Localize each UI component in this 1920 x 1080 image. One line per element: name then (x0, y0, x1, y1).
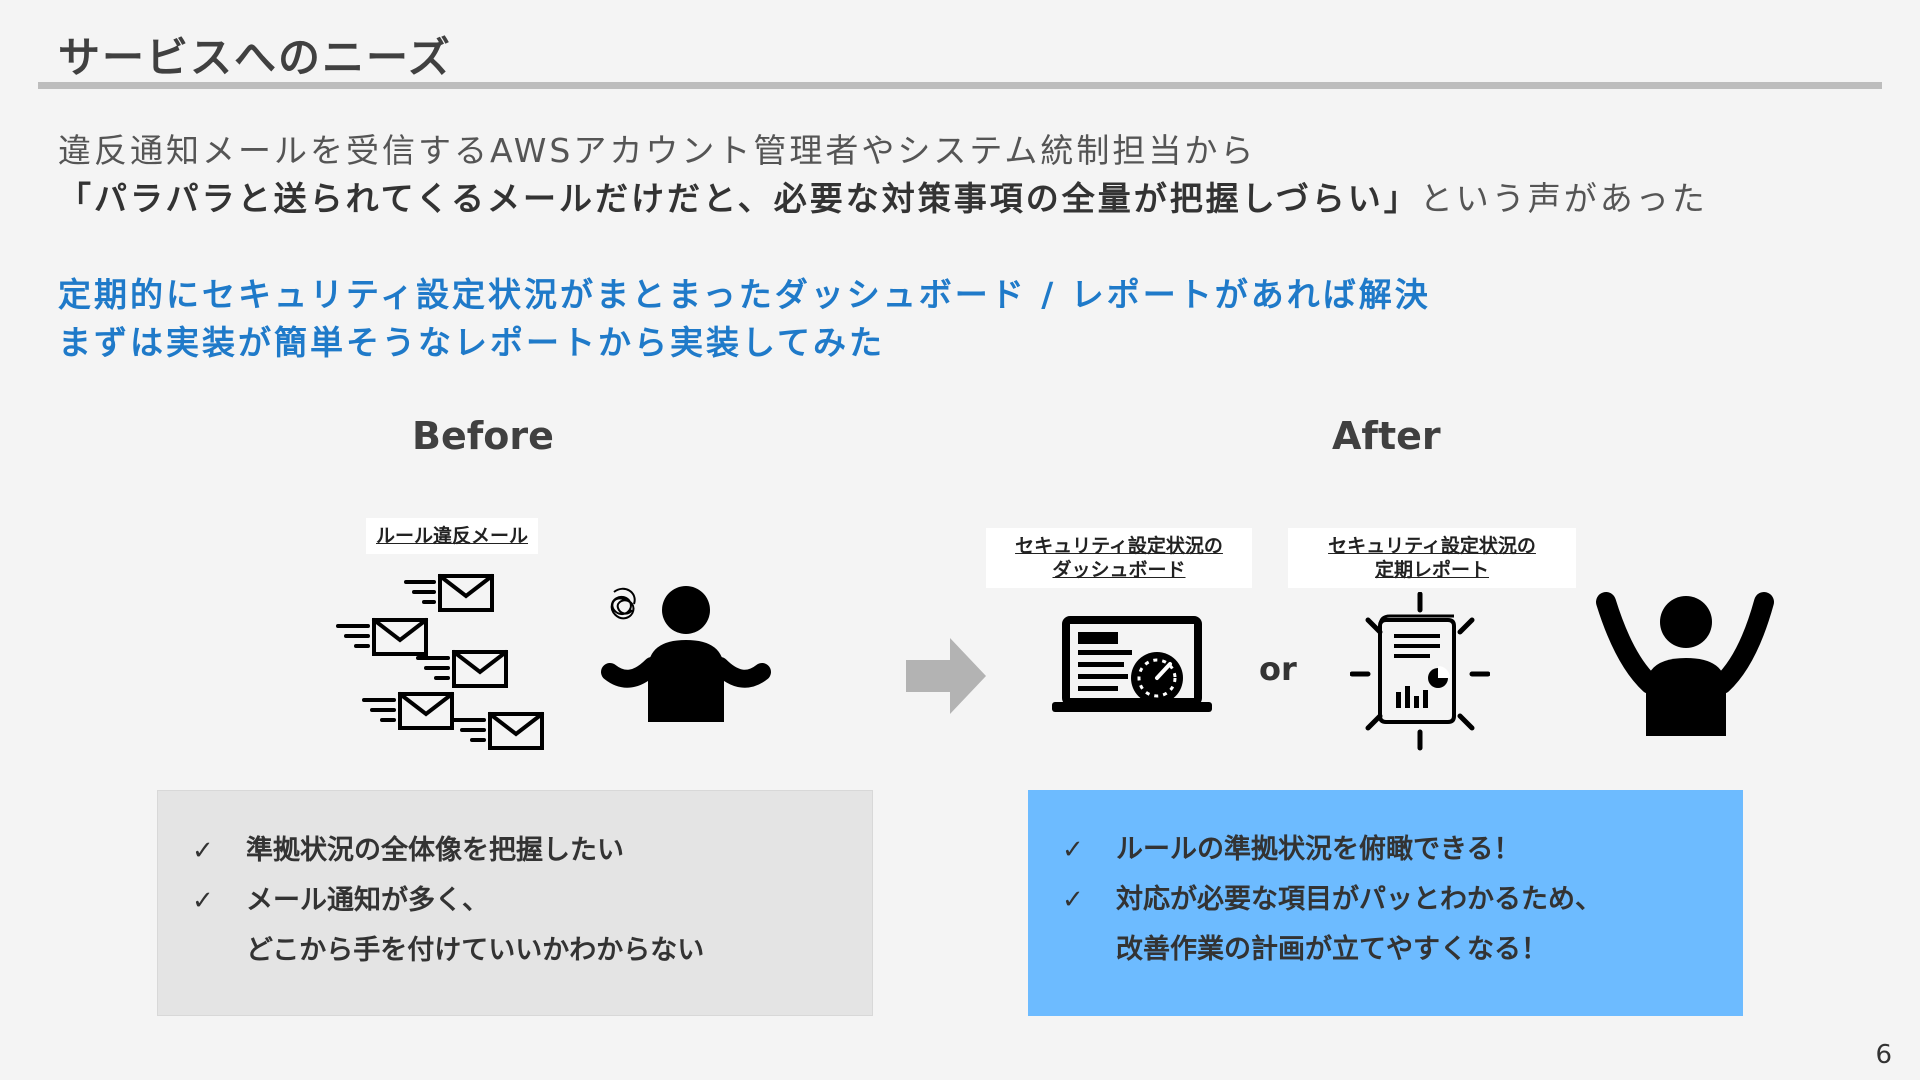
celebrating-person-icon (1596, 592, 1774, 736)
after-item-2-line-1: 対応が必要な項目がパッとわかるため、 (1116, 884, 1602, 915)
report-label: セキュリティ設定状況の 定期レポート (1288, 528, 1576, 588)
intro-tail: という声があった (1419, 179, 1708, 218)
intro-quote: 「パラパラと送られてくるメールだけだと、必要な対策事項の全量が把握しづらい」 (58, 179, 1420, 218)
dashboard-label-line-2: ダッシュボード (1052, 559, 1186, 581)
confused-person-icon (601, 586, 771, 722)
or-label: or (1259, 650, 1297, 688)
after-item: ✓ 対応が必要な項目がパッとわかるため、 改善作業の計画が立てやすくなる！ (1062, 882, 1723, 968)
check-icon: ✓ (192, 836, 214, 866)
dashboard-label: セキュリティ設定状況の ダッシュボード (986, 528, 1252, 588)
dashboard-label-line-1: セキュリティ設定状況の (1015, 535, 1223, 557)
before-item-2-line-1: メール通知が多く、 (246, 885, 489, 916)
laptop-dashboard-icon (1052, 616, 1212, 712)
intro-line-1: 違反通知メールを受信するAWSアカウント管理者やシステム統制担当から (58, 131, 1257, 170)
check-icon: ✓ (1062, 835, 1084, 865)
page-number: 6 (1875, 1040, 1892, 1070)
highlight-line-1: 定期的にセキュリティ設定状況がまとまったダッシュボード / レポートがあれば解決 (58, 275, 1431, 314)
before-heading: Before (412, 414, 554, 458)
after-item-2-line-2: 改善作業の計画が立てやすくなる！ (1116, 934, 1548, 965)
check-icon: ✓ (1062, 885, 1084, 915)
after-box: ✓ ルールの準拠状況を俯瞰できる！ ✓ 対応が必要な項目がパッとわかるため、 改… (1028, 790, 1743, 1016)
report-document-icon (1350, 592, 1490, 751)
report-label-line-1: セキュリティ設定状況の (1328, 535, 1536, 557)
before-box: ✓ 準拠状況の全体像を把握したい ✓ メール通知が多く、 どこから手を付けていい… (157, 790, 873, 1016)
after-heading: After (1332, 414, 1441, 458)
check-icon: ✓ (192, 886, 214, 916)
slide-title: サービスへのニーズ (58, 33, 452, 82)
right-arrow-icon (906, 638, 986, 714)
rule-violation-mail-label: ルール違反メール (366, 518, 539, 554)
before-item-1-line-1: 準拠状況の全体像を把握したい (246, 835, 624, 866)
report-label-line-2: 定期レポート (1374, 559, 1489, 581)
before-item-2-line-2: どこから手を付けていいかわからない (246, 935, 705, 966)
intro-line-2: 「パラパラと送られてくるメールだけだと、必要な対策事項の全量が把握しづらい」とい… (58, 172, 1708, 220)
title-divider (38, 82, 1882, 89)
after-item: ✓ ルールの準拠状況を俯瞰できる！ (1062, 832, 1723, 868)
envelope-icon (336, 574, 544, 750)
after-item-1-line-1: ルールの準拠状況を俯瞰できる！ (1116, 834, 1521, 865)
before-item: ✓ メール通知が多く、 どこから手を付けていいかわからない (192, 883, 852, 969)
highlight-line-2: まずは実装が簡単そうなレポートから実装してみた (58, 323, 886, 362)
before-item: ✓ 準拠状況の全体像を把握したい (192, 833, 852, 869)
